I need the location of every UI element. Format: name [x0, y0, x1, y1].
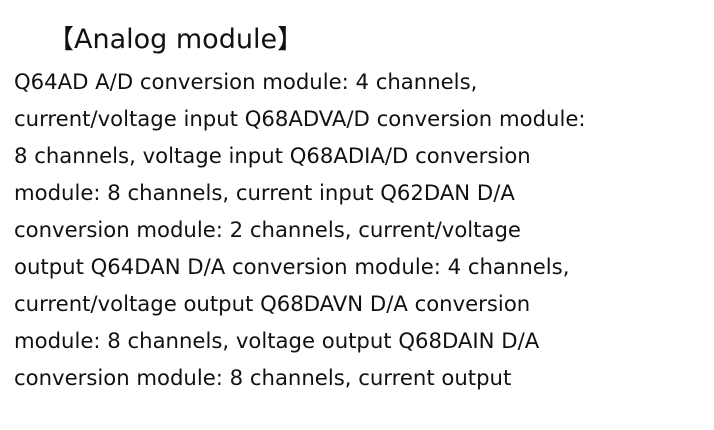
- description-line: current/voltage input Q68ADVA/D conversi…: [14, 106, 586, 131]
- description-line: current/voltage output Q68DAVN D/A conve…: [14, 291, 531, 316]
- description-line: 8 channels, voltage input Q68ADIA/D conv…: [14, 143, 531, 168]
- description-line: Q64AD A/D conversion module: 4 channels,: [14, 69, 478, 94]
- description-line: module: 8 channels, current input Q62DAN…: [14, 180, 515, 205]
- description-line: output Q64DAN D/A conversion module: 4 c…: [14, 254, 570, 279]
- heading-title: Analog module: [74, 24, 278, 55]
- heading-close-bracket: 】: [277, 25, 304, 55]
- heading-open-bracket: 【: [48, 25, 75, 55]
- module-description: Q64AD A/D conversion module: 4 channels,…: [14, 63, 694, 396]
- description-line: module: 8 channels, voltage output Q68DA…: [14, 328, 540, 353]
- description-line: conversion module: 2 channels, current/v…: [14, 217, 521, 242]
- description-line: conversion module: 8 channels, current o…: [14, 365, 512, 390]
- section-heading: 【Analog module】: [48, 22, 714, 58]
